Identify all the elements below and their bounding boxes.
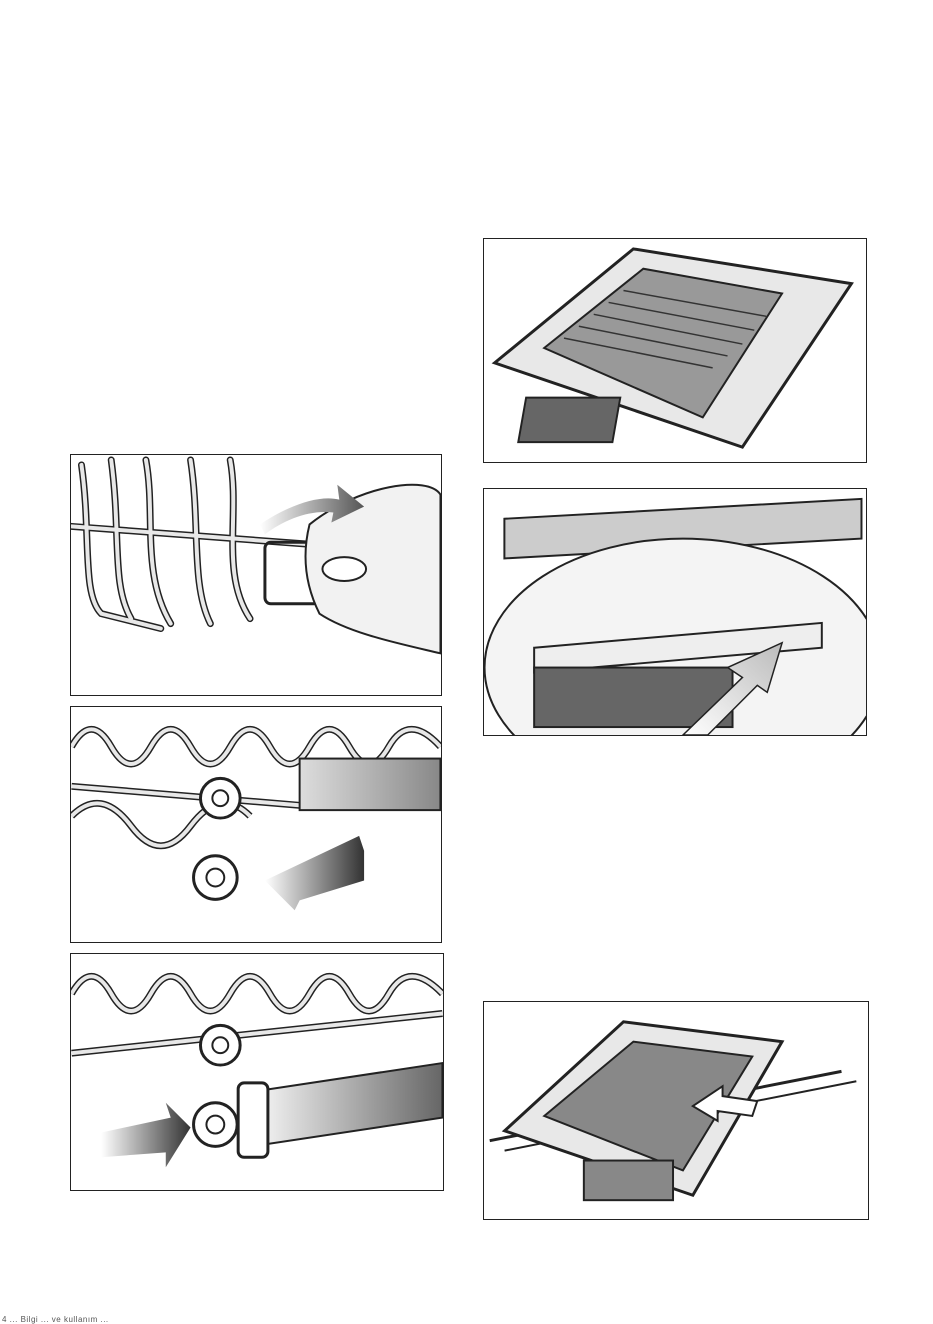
figure-cutlery-tray [483,238,867,463]
cutlery-tray-illustration [484,239,866,462]
tray-handle-zoom-illustration [484,489,866,735]
figure-wheel-remove [70,706,442,943]
figure-tray-slide [483,1001,869,1220]
figure-wheel-insert [70,953,444,1191]
figure-rack-clip [70,454,442,696]
wheel-insertion-illustration [71,954,443,1190]
tray-slide-out-illustration [484,1002,868,1219]
figure-tray-handle-zoom [483,488,867,736]
page-footer: 4 ... Bilgi ... ve kullanım ... [2,1315,109,1324]
hand-pulling-clip-illustration [71,455,441,695]
wheel-removal-illustration [71,707,441,942]
